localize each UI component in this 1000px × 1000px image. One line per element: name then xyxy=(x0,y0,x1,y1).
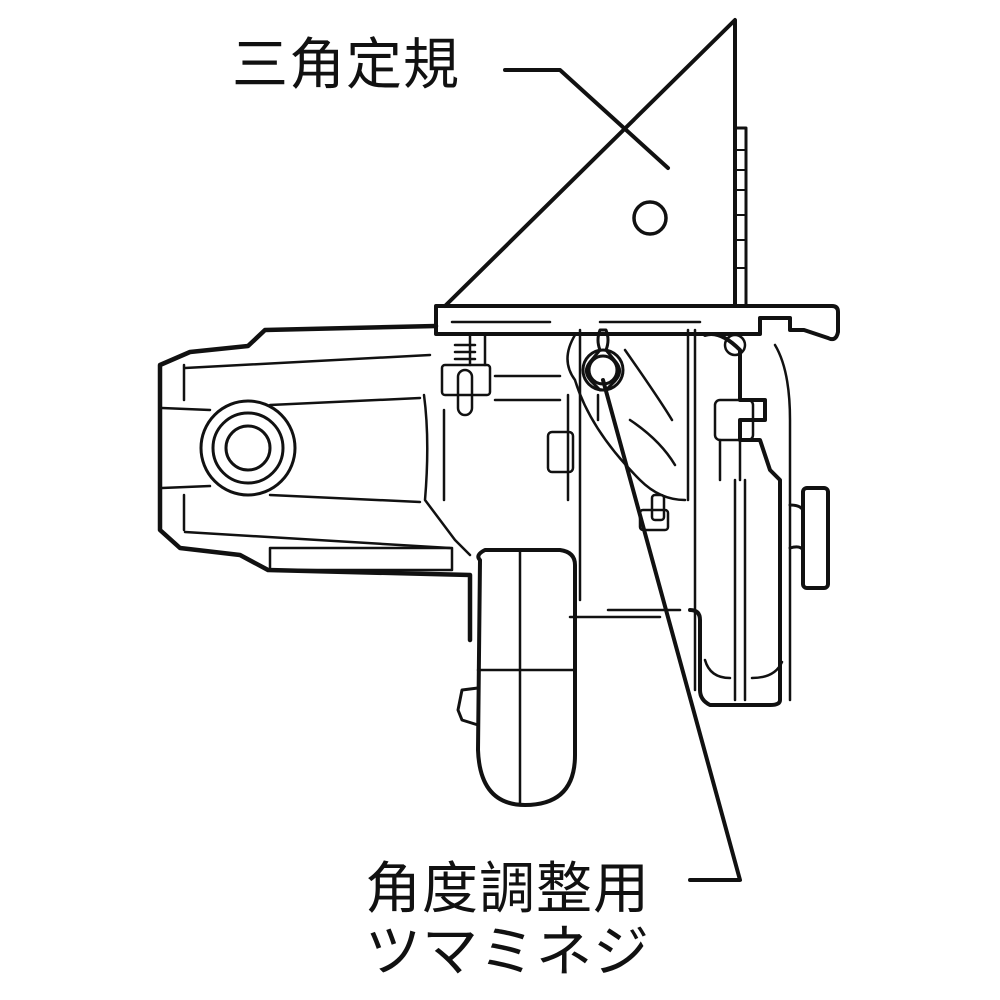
depth-lock-screw xyxy=(440,333,492,417)
square-hole-icon xyxy=(632,200,668,236)
front-knob xyxy=(788,486,830,590)
angle-adjust-knob xyxy=(581,328,625,422)
motor-housing xyxy=(157,323,473,643)
angle-knob-label-line2: ツマミネジ xyxy=(365,920,650,985)
handle-grip xyxy=(456,548,577,807)
gear-housing xyxy=(493,328,697,692)
angle-knob-leader xyxy=(601,378,742,882)
angle-knob-label-line1: 角度調整用 xyxy=(365,857,650,922)
base-plate xyxy=(434,304,840,342)
triangle-square-label: 三角定規 xyxy=(232,33,460,98)
triangle-square-leader xyxy=(503,68,670,170)
triangle-square xyxy=(443,18,748,308)
blade-guard xyxy=(638,332,792,707)
